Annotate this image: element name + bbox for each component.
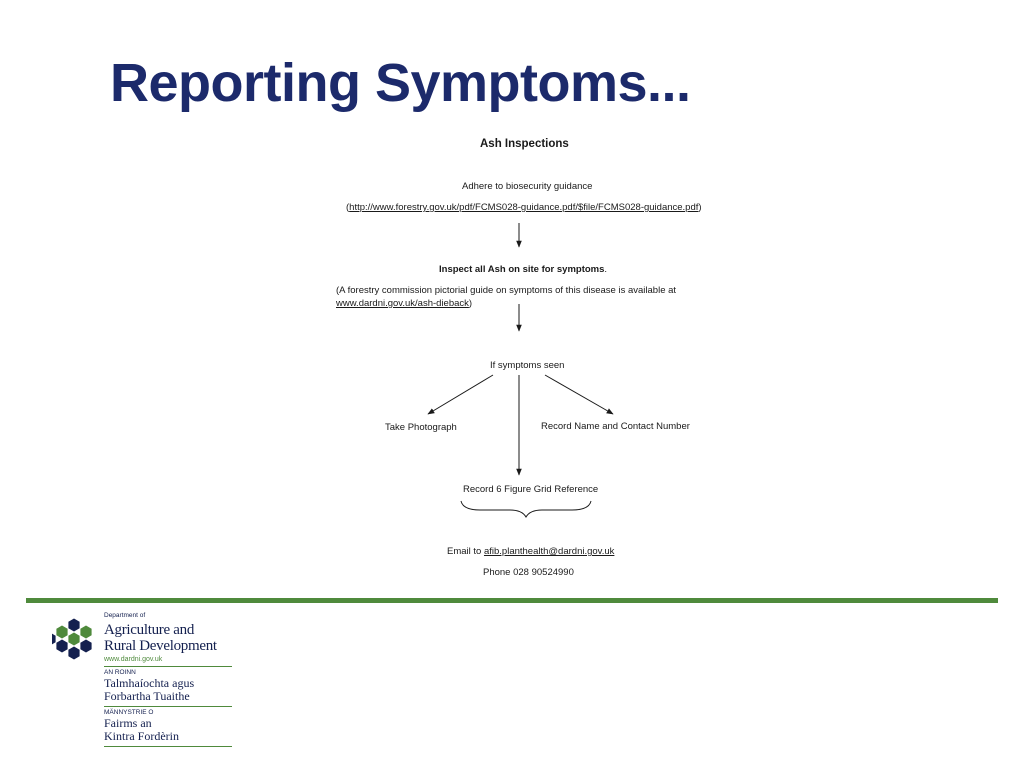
logo-rule-3: [104, 746, 232, 747]
contact-email-link[interactable]: afib.planthealth@dardni.gov.uk: [483, 546, 615, 557]
step-inspect-note: (A forestry commission pictorial guide o…: [336, 285, 677, 296]
logo-rule-1: [104, 666, 232, 667]
arrow-decision-to-photo: [427, 374, 494, 415]
ash-inspection-flowchart: Ash Inspections Adhere to biosecurity gu…: [300, 128, 750, 588]
step-inspect-note-link-line: www.dardni.gov.uk/ash-dieback): [336, 298, 473, 309]
logo-ulster-prefix: MÄNNYSTRIE O: [104, 709, 154, 716]
step-biosecurity: Adhere to biosecurity guidance: [462, 181, 593, 192]
action-record-name-contact: Record Name and Contact Number: [541, 421, 690, 432]
biosecurity-guidance-link[interactable]: http://www.forestry.gov.uk/pdf/FCMS028-g…: [349, 202, 699, 213]
contact-phone: Phone 028 90524990: [483, 567, 574, 578]
flowchart-heading: Ash Inspections: [480, 138, 569, 150]
decision-symptoms-seen: If symptoms seen: [490, 360, 565, 371]
slide-title: Reporting Symptoms...: [110, 53, 691, 113]
logo-irish-prefix: AN ROINN: [104, 669, 136, 676]
logo-rule-2: [104, 706, 232, 707]
logo-name-line1: Agriculture and: [104, 622, 195, 638]
footer-divider: [26, 598, 998, 603]
logo-ulster-line2: Kintra Fordèrin: [104, 729, 179, 743]
ash-dieback-guide-link[interactable]: www.dardni.gov.uk/ash-dieback: [336, 298, 469, 309]
hexagon-cluster-icon: [52, 617, 93, 661]
logo-dept-of: Department of: [104, 612, 146, 619]
action-take-photograph: Take Photograph: [385, 422, 457, 433]
step-biosecurity-link-line: (http://www.forestry.gov.uk/pdf/FCMS028-…: [346, 202, 702, 213]
flowchart-connectors: [427, 223, 614, 519]
step-inspect-ash: Inspect all Ash on site for symptoms.: [439, 264, 608, 275]
logo-ulster-line1: Fairms an: [104, 716, 152, 730]
arrow-decision-to-record-name: [544, 374, 614, 415]
curly-brace: [460, 500, 592, 519]
logo-url[interactable]: www.dardni.gov.uk: [104, 656, 163, 663]
action-record-grid-reference: Record 6 Figure Grid Reference: [463, 484, 599, 495]
contact-email-line: Email to afib.planthealth@dardni.gov.uk: [447, 546, 615, 557]
logo-irish-line2: Forbartha Tuaithe: [104, 689, 190, 703]
dard-logo: Department of Agriculture and Rural Deve…: [52, 612, 252, 757]
logo-name-line2: Rural Development: [104, 638, 217, 654]
logo-text: Department of Agriculture and Rural Deve…: [104, 612, 232, 749]
logo-irish-line1: Talmhaíochta agus: [104, 676, 195, 690]
